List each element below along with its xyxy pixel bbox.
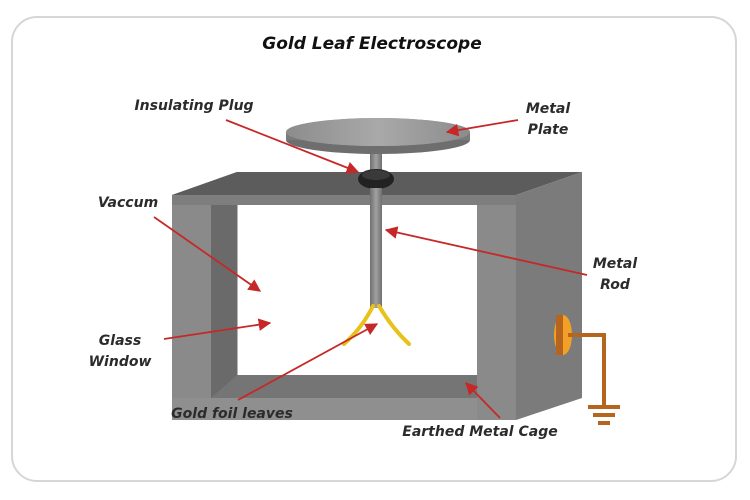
plate-stem [370, 150, 382, 170]
arrow-earthed-cage [465, 382, 501, 419]
label-metal-rod-line2: Rod [600, 277, 631, 293]
label-metal-plate-line2: Plate [528, 122, 569, 138]
arrow-glass-window [163, 318, 272, 340]
label-gold-foil-leaves: Gold foil leaves [171, 406, 293, 422]
cage-bottom-depth [211, 375, 516, 398]
arrow-gold-foil [237, 323, 379, 401]
label-glass-window-line2: Window [89, 354, 152, 370]
glass-window [237, 205, 477, 375]
label-vaccum: Vaccum [98, 195, 158, 211]
metal-rod [370, 188, 382, 308]
cage-front-right-bar [477, 195, 516, 420]
label-earthed-metal-cage: Earthed Metal Cage [402, 424, 557, 440]
arrow-metal-plate [445, 119, 519, 137]
arrow-insulating-plug [225, 119, 360, 174]
gold-leaf-right [377, 304, 411, 346]
label-metal-rod-line1: Metal [593, 256, 638, 272]
cage-front-bottom-bar [172, 398, 516, 420]
label-glass-window-line1: Glass [99, 333, 141, 349]
arrow-vaccum [153, 216, 262, 292]
cage-right-face [516, 172, 582, 420]
arrow-metal-rod [384, 226, 588, 276]
cage-front-top-bar [172, 195, 516, 205]
label-metal-plate-line1: Metal [526, 101, 571, 117]
diagram-title: Gold Leaf Electroscope [262, 34, 482, 54]
earth-wire [568, 333, 606, 405]
label-insulating-plug: Insulating Plug [134, 98, 253, 114]
cage-front-left-bar [172, 195, 211, 420]
